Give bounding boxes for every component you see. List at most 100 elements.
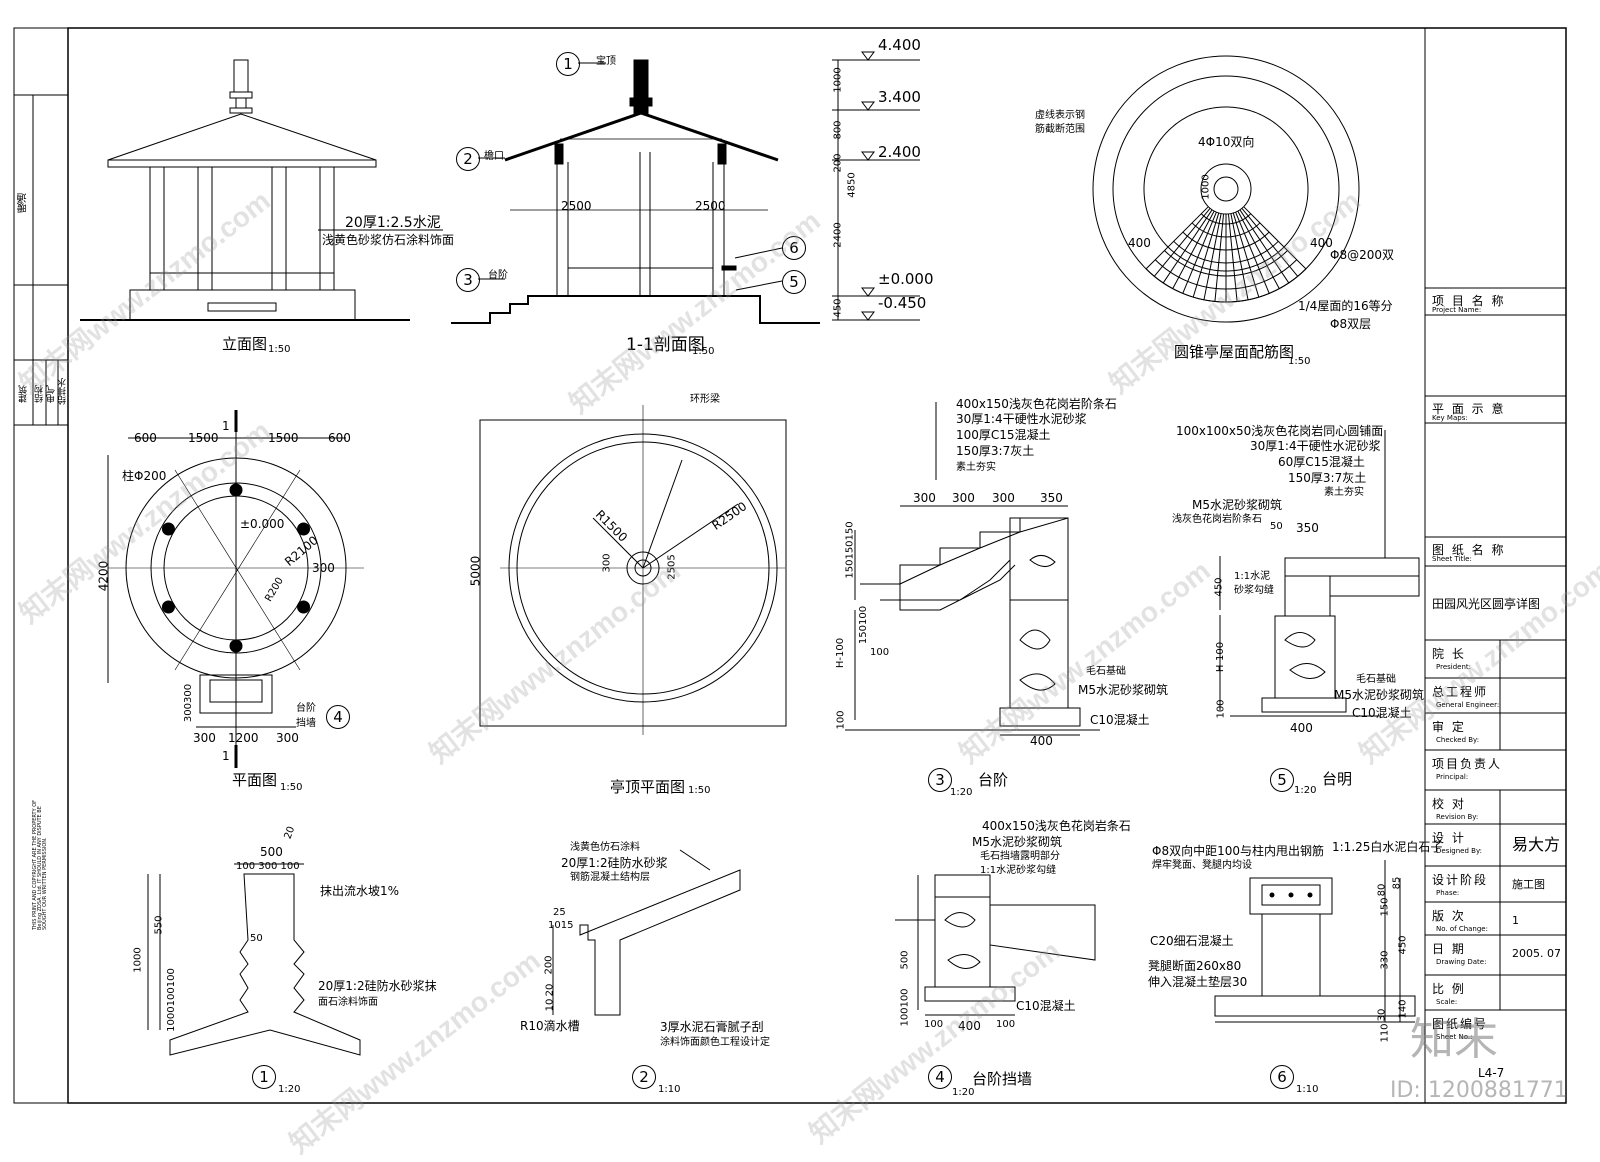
tb-row-label-en: Designed By: <box>1436 847 1482 855</box>
d1-d1000: 1000 <box>132 947 144 973</box>
side-label-plumbing: 给排水 <box>58 378 68 405</box>
section-dim-left: 2500 <box>561 199 592 213</box>
rebar-radial <box>1153 208 1211 277</box>
rebar-radial <box>1203 213 1222 300</box>
rebar-radial <box>1182 211 1217 294</box>
section-vdim-5: 2400 <box>832 222 844 248</box>
plan-step-callout: 4 <box>326 705 350 729</box>
d6-vdim-3: 85 <box>1391 876 1403 890</box>
rebar-div-2: Φ8双层 <box>1330 317 1372 331</box>
roof-plan-d2505: 2505 <box>666 554 678 580</box>
tb-row-label-en: Revision By: <box>1436 813 1479 821</box>
rebar-dim-left: 400 <box>1128 236 1151 250</box>
elevation-note-1: 20厚1:2.5水泥 <box>345 215 441 231</box>
platform-layer-5: 素土夯实 <box>1324 487 1364 498</box>
steps-mortar: M5水泥砂浆砌筑 <box>1078 683 1168 697</box>
platform-detail <box>1219 430 1420 717</box>
tb-sheet-cn: 图 纸 名 称 <box>1432 543 1506 557</box>
platform-joint-1: 1:1水泥 <box>1234 571 1271 582</box>
section-vdim-1: 1000 <box>832 67 844 93</box>
platform-layer-2: 30厚1:4干硬性水泥砂浆 <box>1250 439 1381 453</box>
d2-v20: 20 <box>544 983 556 997</box>
plan-column: 柱Φ200 <box>122 469 167 483</box>
rebar-radial <box>1237 210 1280 289</box>
d6-vdim-8: 110 <box>1379 1023 1391 1043</box>
rebar-ring <box>1164 250 1288 277</box>
tb-row-value: 1 <box>1512 914 1519 927</box>
platform-d50: 50 <box>1270 521 1283 532</box>
section-dim-right: 2500 <box>695 199 726 213</box>
rebar-scale: 1:50 <box>1288 356 1311 367</box>
plan-column-dot <box>161 600 175 614</box>
d4-d100b: 100 <box>899 1007 911 1027</box>
roof-plan-dim5000: 5000 <box>468 555 483 587</box>
elevation-scale: 1:50 <box>268 344 291 355</box>
d6-vdim-1: 80 <box>1376 883 1388 897</box>
d6-c20: C20细石混凝土 <box>1150 934 1234 948</box>
rebar-ring <box>1173 240 1279 264</box>
d4-callout: 4 <box>928 1065 952 1089</box>
d6-line-1: Φ8双向中距100与柱内甩出钢筋 <box>1152 844 1324 858</box>
rebar-radial <box>1243 206 1307 270</box>
section-callout-3-text: 台阶 <box>488 270 508 281</box>
platform-title: 台明 <box>1322 770 1353 788</box>
rebar-radial <box>1232 212 1260 298</box>
platform-c10: C10混凝土 <box>1352 706 1412 720</box>
rebar-title: 圆锥亭屋面配筋图 <box>1174 343 1295 361</box>
side-label-electric: 电气 <box>47 385 57 403</box>
rebar-note-2: 筋截断范围 <box>1035 124 1085 135</box>
rebar-note-1: 虚线表示钢 <box>1035 110 1085 121</box>
section-level-2: 3.400 <box>878 88 921 106</box>
platform-layer-3: 60厚C15混凝土 <box>1278 455 1365 469</box>
side-label-hvac: 暖通 <box>18 193 29 213</box>
plan-level: ±0.000 <box>240 517 285 531</box>
d4-line-2: M5水泥砂浆砌筑 <box>972 835 1062 849</box>
d2-callout: 2 <box>632 1065 656 1089</box>
tb-row-label: 院 长 <box>1432 647 1466 661</box>
tb-row-label-en: Sheet No.: <box>1436 1033 1473 1041</box>
copyright-notice: THIS PRINT AND COPYRIGHT ARE THE PROPERT… <box>32 799 48 930</box>
steps-layer-4: 150厚3:7灰土 <box>956 444 1035 458</box>
tb-row-label-en: Checked By: <box>1436 736 1480 744</box>
steps-layer-2: 30厚1:4干硬性水泥砂浆 <box>956 412 1087 426</box>
d1-d50: 50 <box>250 933 263 944</box>
section-vdim-6: 450 <box>832 298 844 318</box>
d2-v10: 10 <box>544 998 556 1012</box>
platform-stone: 毛石基础 <box>1356 674 1396 685</box>
plan-top-dim-4: 600 <box>328 431 351 445</box>
tb-row-label-en: General Engineer: <box>1436 701 1500 709</box>
tb-row-label: 审 定 <box>1432 720 1466 734</box>
d6-vdim-6: 140 <box>1397 999 1409 1019</box>
d1-d500: 500 <box>260 845 283 859</box>
plan-height-dim: 4200 <box>96 560 111 592</box>
plan-bottom-dim-2: 1200 <box>228 731 259 745</box>
rebar-radial <box>1227 213 1238 302</box>
steps-dim-3: 300 <box>992 491 1015 505</box>
section-vdim-3: 200 <box>832 153 844 173</box>
plan-column-dot <box>297 600 311 614</box>
section-callout-2: 2 <box>456 147 480 171</box>
detail-2 <box>552 849 741 1016</box>
rebar-dim-v: 1000 <box>1200 174 1212 200</box>
d6-leg-1: 凳腿断面260x80 <box>1148 959 1242 973</box>
platform-layer-1: 100x100x50浅灰色花岗岩同心圆铺面 <box>1176 424 1384 438</box>
d4-scale: 1:20 <box>952 1087 975 1098</box>
elevation-view <box>80 59 443 321</box>
plan-column-dot <box>297 522 311 536</box>
steps-layer-1: 400x150浅灰色花岗岩阶条石 <box>956 397 1117 411</box>
steps-title: 台阶 <box>978 771 1009 789</box>
roof-plan-scale: 1:50 <box>688 785 711 796</box>
tb-sheet-en: Sheet Title: <box>1432 555 1472 563</box>
platform-h100: H-100 <box>1215 641 1227 673</box>
section-level-1: 4.400 <box>878 36 921 54</box>
tb-row-value: 2005. 07 <box>1512 947 1561 960</box>
watermark-logo: 知末 <box>1410 1014 1498 1065</box>
plan-bottom-dim-1: 300 <box>193 731 216 745</box>
d2-d25: 25 <box>553 907 566 918</box>
d6-callout: 6 <box>1270 1065 1294 1089</box>
d4-title: 台阶挡墙 <box>972 1070 1033 1088</box>
d1-d100-300-100: 100 300 100 <box>236 861 300 872</box>
rebar-top: 4Φ10双向 <box>1198 135 1255 149</box>
steps-vdim2: 150100 <box>858 605 870 645</box>
d2-note-2: 20厚1:2硅防水砂浆 <box>561 856 668 870</box>
